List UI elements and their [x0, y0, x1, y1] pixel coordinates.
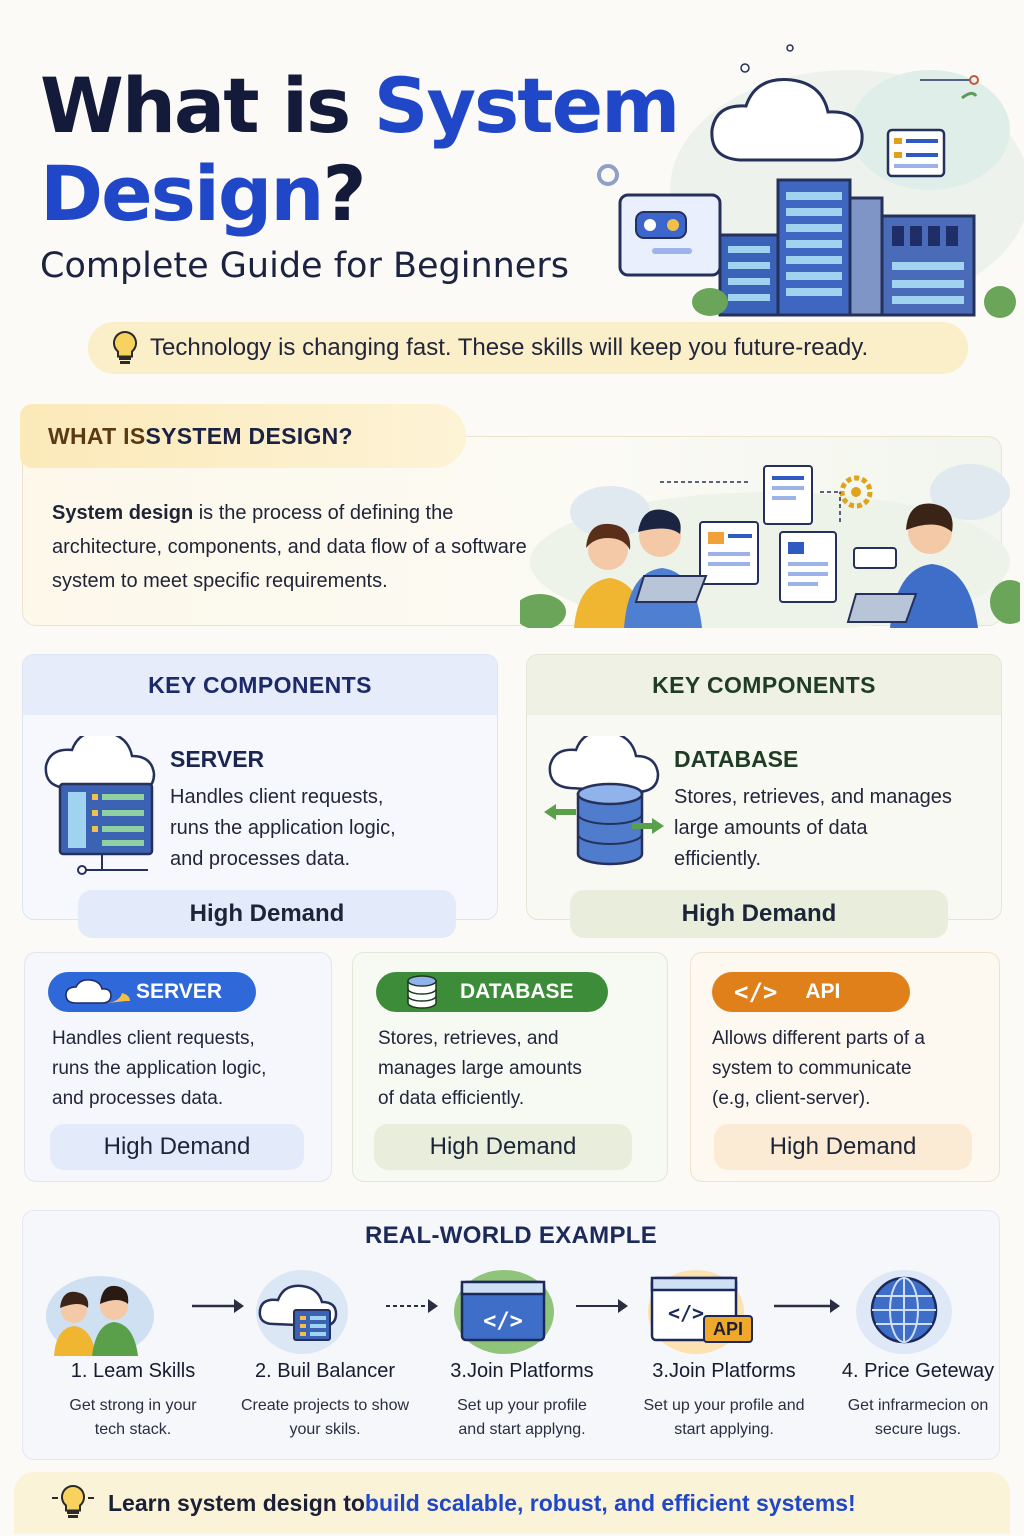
globe-icon: [856, 1270, 952, 1354]
step-5-description: Get infrarmecion on secure lugs.: [847, 1397, 989, 1438]
key-components-header: KEY COMPONENTS: [23, 655, 497, 715]
database-title: DATABASE: [674, 746, 799, 772]
step-2-title: 2. Buil Balancer: [254, 1360, 396, 1382]
page-title: What is System Design?: [40, 61, 680, 238]
server-cloud-icon: [44, 736, 156, 875]
database-pill: DATABASE: [376, 972, 608, 1012]
step-3-description: Set up your profile and start applyng.: [457, 1397, 587, 1438]
database-description: Stores, retrieves, and manages large amo…: [674, 786, 952, 870]
arrow-right-icon: [192, 1299, 244, 1313]
step-4-title: 3.Join Platforms: [652, 1360, 796, 1382]
database-cloud-icon: [544, 736, 664, 866]
lightbulb-icon: [52, 1484, 94, 1518]
step-3-title: 3.Join Platforms: [450, 1360, 594, 1382]
footer-banner: Learn system design to build scalable, r…: [14, 1472, 1010, 1534]
server-title: SERVER: [170, 746, 265, 772]
arrow-right-icon: [386, 1299, 438, 1313]
database-demand-badge: High Demand: [570, 890, 948, 938]
tagline-text: Technology is changing fast. These skill…: [150, 334, 869, 361]
database-icon: [407, 975, 437, 1009]
team-working-illustration: [520, 464, 1020, 628]
server-demand-badge: High Demand: [78, 890, 456, 938]
code-icon: </>: [734, 978, 778, 1006]
key-components-header: KEY COMPONENTS: [527, 655, 1001, 715]
tagline-banner: Technology is changing fast. These skill…: [88, 322, 968, 374]
server-small-demand-badge: High Demand: [50, 1124, 304, 1170]
api-small-demand-badge: High Demand: [714, 1124, 972, 1170]
what-is-description: System design is the process of defining…: [52, 502, 527, 592]
server-description: Handles client requests, runs the applic…: [170, 786, 396, 870]
database-small-description: Stores, retrieves, and manages large amo…: [378, 1028, 582, 1109]
lightbulb-icon: [113, 330, 137, 364]
api-pill: </> API: [712, 972, 910, 1012]
step-1-description: Get strong in your tech stack.: [69, 1397, 197, 1438]
server-pill: SERVER: [48, 972, 256, 1012]
database-small-demand-badge: High Demand: [374, 1124, 632, 1170]
cloud-server-icon: [256, 1270, 348, 1354]
step-5-title: 4. Price Geteway: [841, 1360, 995, 1382]
real-world-title: REAL-WORLD EXAMPLE: [364, 1222, 658, 1249]
server-small-description: Handles client requests, runs the applic…: [52, 1028, 267, 1109]
svg-text:API: API: [713, 1319, 743, 1339]
cloud-server-illustration: [597, 44, 1024, 318]
code-window-icon: </>: [454, 1270, 554, 1354]
api-small-description: Allows different parts of a system to co…: [712, 1028, 925, 1109]
people-icon: [46, 1276, 154, 1356]
svg-text:</>: </>: [483, 1309, 523, 1334]
cloud-icon: [65, 979, 130, 1004]
arrow-right-icon: [774, 1299, 840, 1313]
what-is-heading: WHAT IS SYSTEM DESIGN?: [20, 404, 466, 468]
step-4-description: Set up your profile and start applying.: [643, 1397, 805, 1438]
svg-text:</>: </>: [668, 1301, 704, 1325]
api-window-icon: </> API: [648, 1270, 753, 1354]
step-2-description: Create projects to show your skils.: [240, 1397, 410, 1438]
step-1-title: 1. Leam Skills: [70, 1360, 196, 1382]
arrow-right-icon: [576, 1299, 628, 1313]
page-subtitle: Complete Guide for Beginners: [40, 246, 569, 286]
